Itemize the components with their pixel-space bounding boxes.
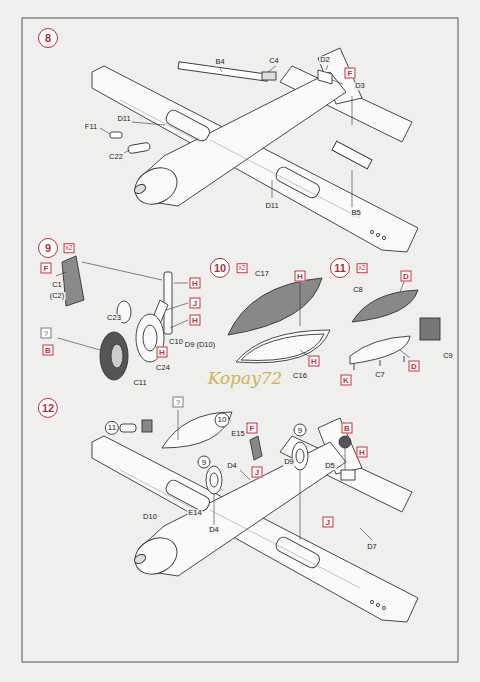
part-number: D4 <box>208 526 220 534</box>
node-text: H <box>159 348 165 356</box>
step-number: 9 <box>294 424 307 437</box>
node-text: K <box>343 376 349 384</box>
node-text: H <box>192 279 198 287</box>
color-code-box: B <box>43 345 54 356</box>
color-code-box: F <box>345 68 356 79</box>
step-number: 12 <box>38 398 58 418</box>
color-code-box: D <box>409 361 420 372</box>
part-number: C16 <box>292 372 308 380</box>
node-text: x2 <box>239 265 246 272</box>
color-code-box: H <box>190 315 201 326</box>
quantity-box: x2 <box>237 263 248 273</box>
part-number: D5 <box>324 462 336 470</box>
color-code-box: F <box>247 423 258 434</box>
node-text: 11 <box>108 424 116 432</box>
step-number: 11 <box>105 421 119 435</box>
color-code-box: H <box>295 271 306 282</box>
node-text: D <box>411 362 417 370</box>
color-code-box: D <box>401 271 412 282</box>
step-number: 10 <box>215 413 230 428</box>
part-number: B4 <box>214 58 225 66</box>
node-text: F <box>348 69 353 77</box>
part-number: C24 <box>155 364 171 372</box>
node-text: B <box>344 424 350 432</box>
node-text: F <box>250 424 255 432</box>
part-number: C1 <box>51 281 63 289</box>
node-text: J <box>326 518 330 526</box>
part-number: C9 <box>442 352 454 360</box>
node-text: B <box>45 346 51 354</box>
node-text: J <box>255 468 259 476</box>
node-text: 11 <box>334 263 346 274</box>
quantity-box: x2 <box>64 243 75 253</box>
part-number: C8 <box>352 286 364 294</box>
part-number: D9 <box>283 458 295 466</box>
node-text: 10 <box>214 263 226 274</box>
color-code-box: H <box>357 447 368 458</box>
part-number: D3 <box>354 82 366 90</box>
node-text: ? <box>44 329 48 337</box>
node-text: H <box>311 357 317 365</box>
node-text: H <box>192 316 198 324</box>
node-text: J <box>193 299 197 307</box>
part-number: D7 <box>366 543 378 551</box>
part-number: B5 <box>350 209 361 217</box>
part-number: (C2) <box>49 292 66 300</box>
color-code-box: J <box>323 517 334 528</box>
part-number: C22 <box>108 153 124 161</box>
part-number: D2 <box>319 56 331 64</box>
part-number: C7 <box>374 371 386 379</box>
node-text: 9 <box>298 426 302 434</box>
color-code-box: H <box>190 278 201 289</box>
color-code-box: J <box>252 467 263 478</box>
step-number: 9 <box>38 238 58 258</box>
node-text: D <box>403 272 409 280</box>
part-number: D11 <box>264 202 279 210</box>
part-number: D10 <box>142 513 158 521</box>
color-code-box: H <box>157 347 168 358</box>
step-number: 9 <box>198 456 211 469</box>
step-number: 10 <box>210 258 230 278</box>
part-number: E14 <box>187 509 202 517</box>
node-text: x2 <box>359 265 366 272</box>
node-text: 9 <box>45 243 51 254</box>
node-text: 8 <box>45 33 51 44</box>
part-number: D9 (D10) <box>184 341 216 349</box>
part-number: F11 <box>84 123 98 131</box>
part-number: C23 <box>106 314 122 322</box>
part-number: D4 <box>226 462 238 470</box>
node-text: H <box>359 448 365 456</box>
step-number: 11 <box>330 258 350 278</box>
node-text: ? <box>176 398 180 406</box>
color-code-box: F <box>41 263 52 274</box>
color-code-box: ? <box>173 397 184 408</box>
color-code-box: K <box>341 375 352 386</box>
node-text: 10 <box>218 416 227 424</box>
step-number: 8 <box>38 28 58 48</box>
node-text: 12 <box>42 403 54 414</box>
part-number: C10 <box>168 338 184 346</box>
watermark: Kopay72 <box>207 370 284 387</box>
quantity-box: x2 <box>357 263 368 273</box>
color-code-box: B <box>342 423 353 434</box>
part-number: E15 <box>230 430 245 438</box>
part-number: D11 <box>116 115 131 123</box>
color-code-box: J <box>190 298 201 309</box>
node-text: 9 <box>202 458 206 466</box>
part-number: C4 <box>268 57 280 65</box>
part-number: C17 <box>254 270 270 278</box>
part-number: C11 <box>132 379 147 387</box>
color-code-box: ? <box>41 328 52 339</box>
node-text: H <box>297 272 303 280</box>
node-text: x2 <box>66 245 73 252</box>
node-text: F <box>44 264 49 272</box>
color-code-box: H <box>309 356 320 367</box>
